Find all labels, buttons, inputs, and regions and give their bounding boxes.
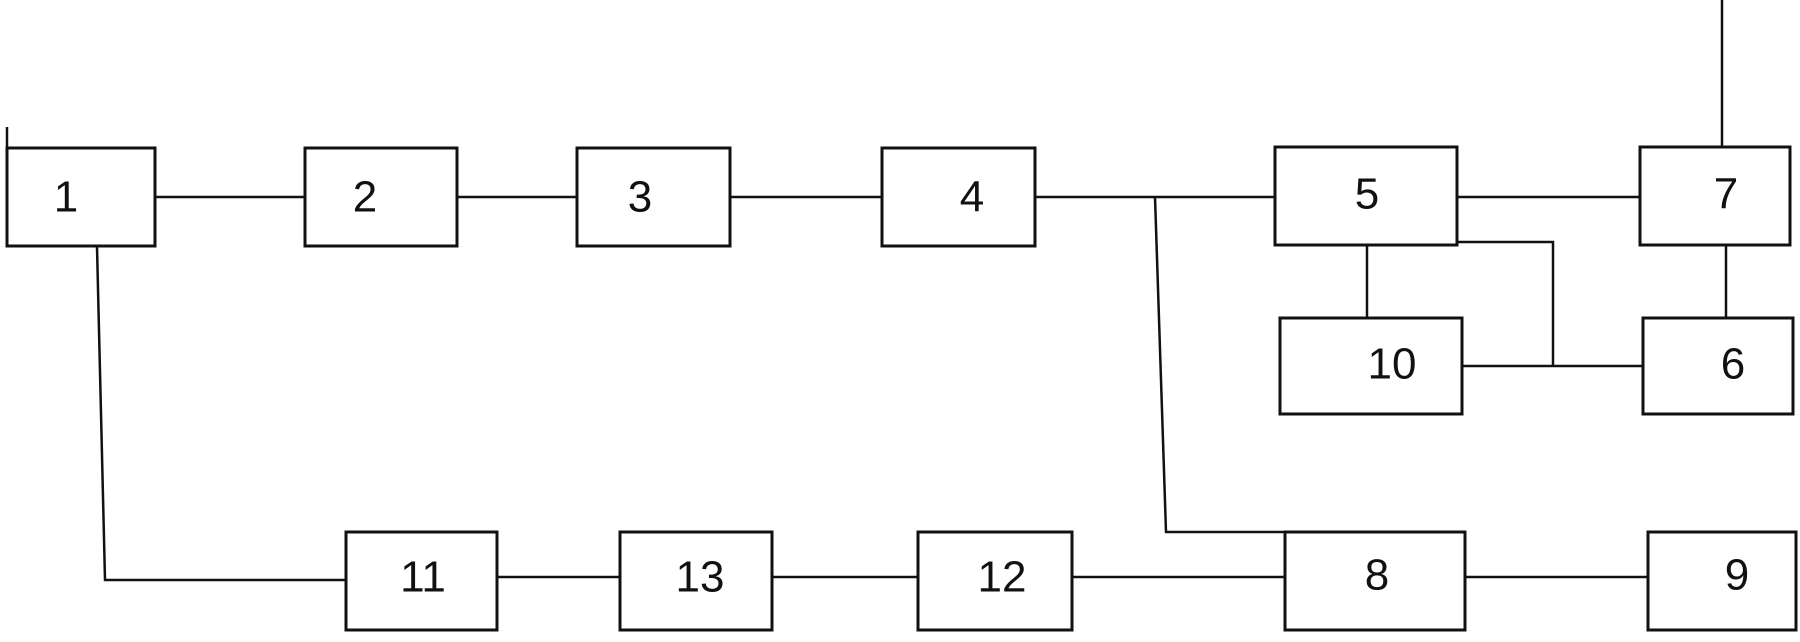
block-3-label: 3 <box>628 173 652 222</box>
block-8: 8 <box>1283 530 1467 632</box>
block-12-label: 12 <box>978 553 1027 602</box>
block-1: 1 <box>5 146 157 248</box>
block-12: 12 <box>916 530 1074 632</box>
block-4: 4 <box>880 146 1037 248</box>
block-6: 6 <box>1641 316 1795 416</box>
block-13: 13 <box>618 530 774 632</box>
block-2: 2 <box>303 146 459 248</box>
block-7-label: 7 <box>1714 170 1738 219</box>
wire-1-11 <box>95 246 346 582</box>
wires <box>5 0 1728 582</box>
block-7: 7 <box>1638 145 1792 247</box>
block-1-label: 1 <box>54 173 78 222</box>
block-11: 11 <box>344 530 499 632</box>
block-9-label: 9 <box>1725 551 1749 600</box>
block-9: 9 <box>1646 530 1798 632</box>
block-4-label: 4 <box>960 173 984 222</box>
block-11-label: 11 <box>400 553 446 602</box>
block-5: 5 <box>1273 145 1459 247</box>
block-10-label: 10 <box>1368 340 1417 389</box>
block-10: 10 <box>1278 316 1464 416</box>
wire-5-6 <box>1457 240 1555 366</box>
block-8-label: 8 <box>1365 551 1389 600</box>
block-3: 3 <box>575 146 732 248</box>
block-2-label: 2 <box>353 173 377 222</box>
wire-4-8 <box>1153 196 1285 534</box>
block-13-label: 13 <box>676 553 725 602</box>
block-6-label: 6 <box>1721 340 1745 389</box>
block-5-label: 5 <box>1355 170 1379 219</box>
